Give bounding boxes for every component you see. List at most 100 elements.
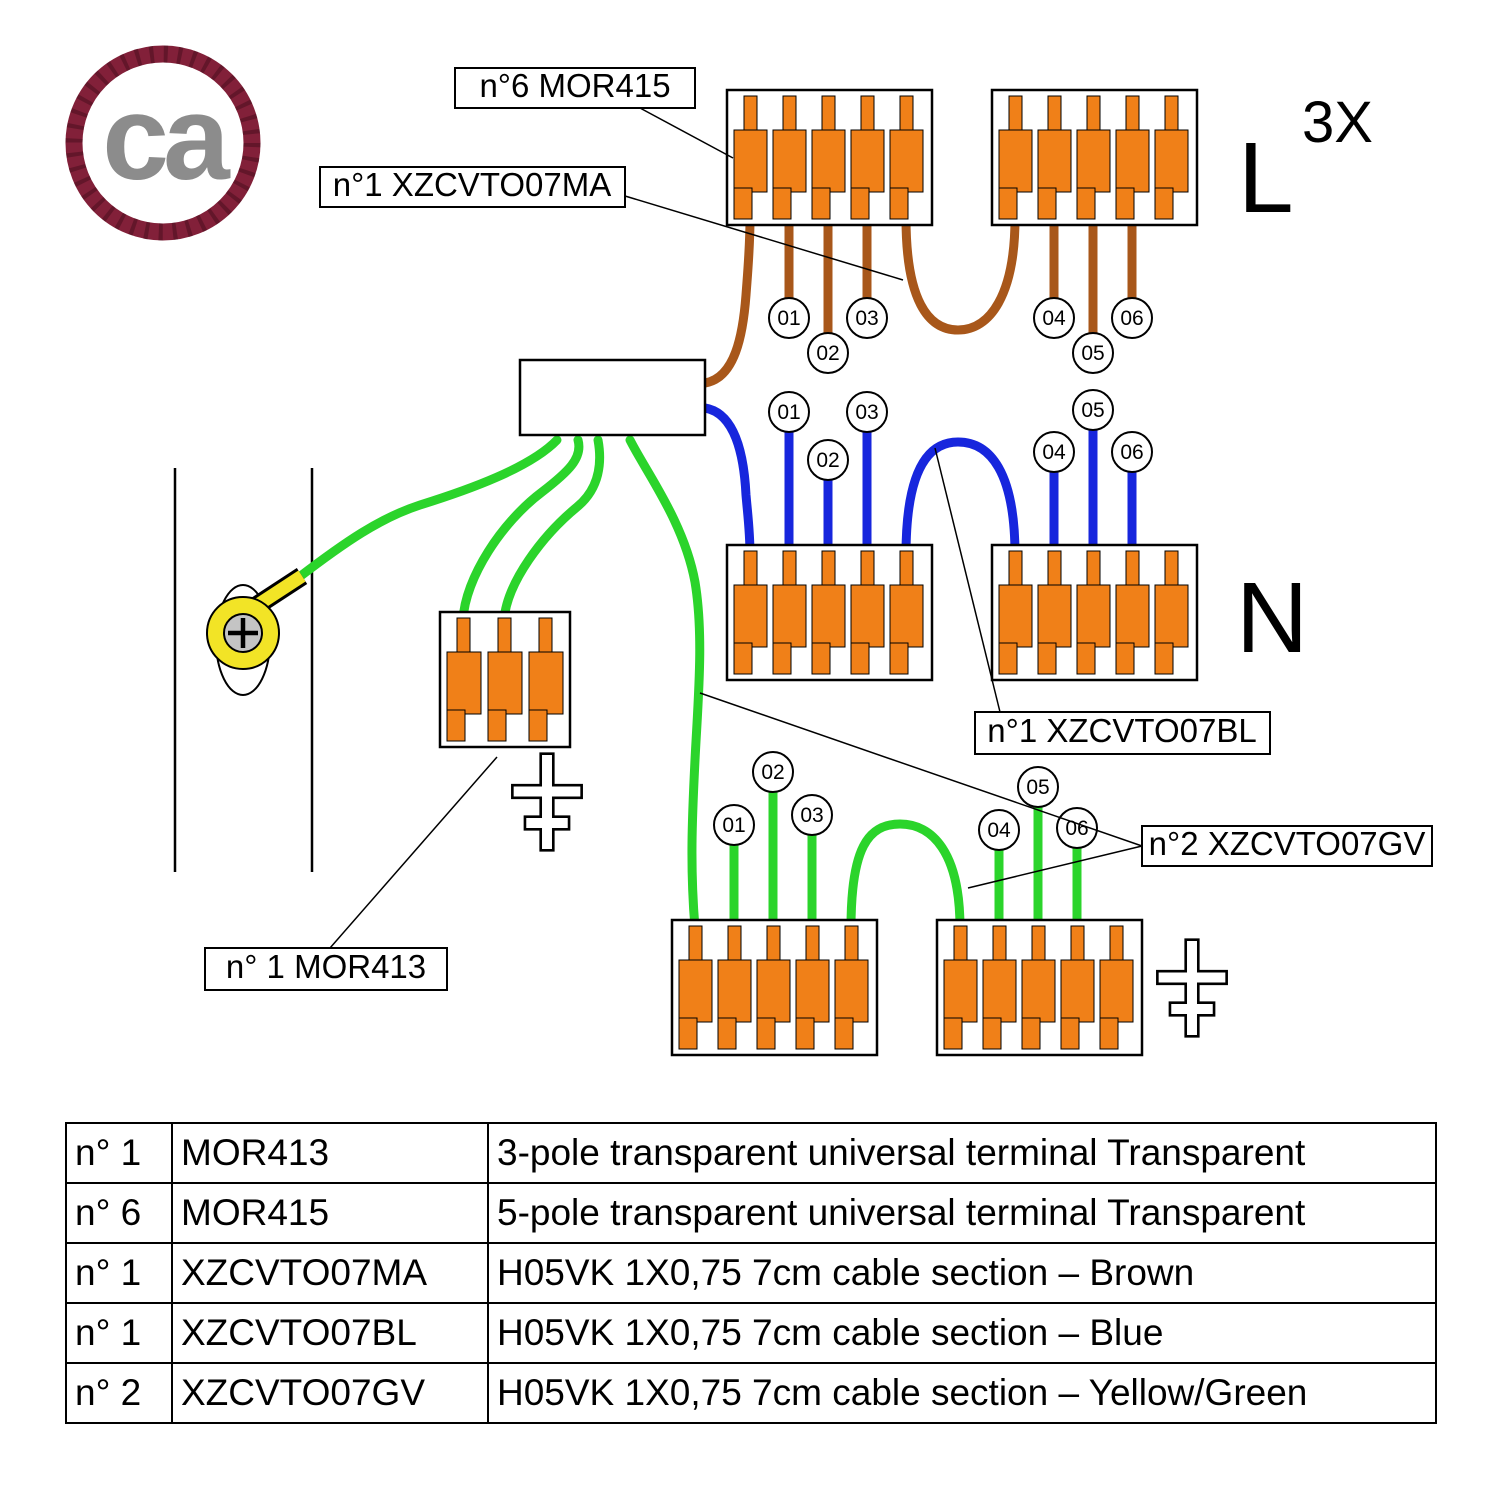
bom-code-cell: MOR413: [171, 1122, 489, 1184]
bom-desc-cell: 3-pole transparent universal terminal Tr…: [487, 1122, 1437, 1184]
bom-desc-cell: H05VK 1X0,75 7cm cable section – Brown: [487, 1242, 1437, 1304]
svg-text:05: 05: [1081, 399, 1104, 422]
blue-wires: [700, 403, 1137, 560]
blue-number-badges: 01 02 03 04 05 06: [768, 389, 1153, 481]
bom-row: n° 6 MOR415 5-pole transparent universal…: [65, 1182, 1437, 1244]
svg-text:02: 02: [816, 449, 839, 472]
terminal-5pole-line-left: [725, 88, 934, 227]
callout-xzcvto07ma: n°1 XZCVTO07MA: [319, 166, 626, 208]
wire-number-badge: 02: [752, 751, 794, 793]
bom-code-cell: XZCVTO07MA: [171, 1242, 489, 1304]
wire-number-badge: 05: [1072, 389, 1114, 431]
bom-row: n° 1 XZCVTO07BL H05VK 1X0,75 7cm cable s…: [65, 1302, 1437, 1364]
wire-number-badge: 04: [1033, 297, 1075, 339]
earth-symbol-left: [511, 752, 583, 852]
callout-xzcvto07gv-label: n°2 XZCVTO07GV: [1149, 825, 1426, 862]
terminal-5pole-line-right: [990, 88, 1199, 227]
wire-number-badge: 02: [807, 332, 849, 374]
wire-number-badge: 01: [768, 391, 810, 433]
leader-mor413: [329, 756, 498, 949]
callout-xzcvto07ma-label: n°1 XZCVTO07MA: [333, 166, 612, 203]
logo-rope-texture: [65, 45, 261, 241]
green-number-badges: 01 02 03 04 05 06: [713, 751, 1098, 851]
green-wires: [293, 435, 1082, 933]
wire-number-badge: 06: [1056, 807, 1098, 849]
wire-number-badge: 02: [807, 439, 849, 481]
callout-xzcvto07gv: n°2 XZCVTO07GV: [1141, 825, 1433, 867]
bom-desc-cell: H05VK 1X0,75 7cm cable section – Blue: [487, 1302, 1437, 1364]
svg-text:04: 04: [987, 819, 1011, 842]
callout-mor413: n° 1 MOR413: [204, 947, 448, 991]
svg-text:03: 03: [800, 804, 823, 827]
callout-mor415: n°6 MOR415: [454, 67, 696, 109]
brown-feed: [700, 213, 755, 388]
wire-number-badge: 04: [978, 809, 1020, 851]
bom-qty-cell: n° 1: [65, 1122, 173, 1184]
bom-qty-cell: n° 1: [65, 1242, 173, 1304]
svg-text:06: 06: [1065, 817, 1088, 840]
terminal-5pole-earth-right: [935, 918, 1144, 1057]
bom-qty-cell: n° 6: [65, 1182, 173, 1244]
wire-number-badge: 06: [1111, 297, 1153, 339]
terminal-5pole-neutral-right: [990, 543, 1199, 682]
bom-table: n° 1 MOR413 3-pole transparent universal…: [65, 1122, 1437, 1424]
bom-code-cell: XZCVTO07BL: [171, 1302, 489, 1364]
svg-text:01: 01: [722, 814, 745, 837]
svg-text:02: 02: [761, 761, 784, 784]
wire-number-badge: 05: [1017, 766, 1059, 808]
green-wire-to-3pole-2: [499, 435, 605, 625]
wire-number-badge: 01: [713, 804, 755, 846]
bom-row: n° 1 MOR413 3-pole transparent universal…: [65, 1122, 1437, 1184]
svg-text:01: 01: [777, 401, 800, 424]
bom-desc-cell: H05VK 1X0,75 7cm cable section – Yellow/…: [487, 1362, 1437, 1424]
terminal-5pole-neutral-left: [725, 543, 934, 682]
cable-sheath-box: [518, 358, 707, 437]
wire-number-badge: 03: [846, 297, 888, 339]
leader-xzcvto07ma: [624, 195, 904, 281]
line-marker-l-multiplier: 3X: [1302, 90, 1373, 155]
svg-text:04: 04: [1042, 307, 1066, 330]
svg-text:03: 03: [855, 307, 878, 330]
wire-number-badge: 04: [1033, 431, 1075, 473]
green-wire-bridge: [846, 819, 965, 933]
bom-code-cell: MOR415: [171, 1182, 489, 1244]
brand-logo: ca: [65, 45, 261, 241]
leader-xzcvto07gv-1: [967, 845, 1143, 889]
bom-qty-cell: n° 2: [65, 1362, 173, 1424]
wire-number-badge: 06: [1111, 431, 1153, 473]
callout-xzcvto07bl: n°1 XZCVTO07BL: [974, 711, 1271, 755]
svg-text:02: 02: [816, 342, 839, 365]
svg-text:01: 01: [777, 307, 800, 330]
svg-text:06: 06: [1120, 441, 1143, 464]
wire-number-badge: 05: [1072, 332, 1114, 374]
bom-row: n° 1 XZCVTO07MA H05VK 1X0,75 7cm cable s…: [65, 1242, 1437, 1304]
blue-feed: [700, 403, 755, 560]
earth-symbol-right: [1156, 938, 1228, 1038]
green-wire-long: [625, 435, 705, 933]
callout-mor413-label: n° 1 MOR413: [226, 948, 426, 985]
bom-row: n° 2 XZCVTO07GV H05VK 1X0,75 7cm cable s…: [65, 1362, 1437, 1424]
wire-number-badge: 03: [791, 794, 833, 836]
svg-text:05: 05: [1081, 342, 1104, 365]
leader-xzcvto07gv-2: [699, 692, 1143, 847]
svg-text:06: 06: [1120, 307, 1143, 330]
bom-desc-cell: 5-pole transparent universal terminal Tr…: [487, 1182, 1437, 1244]
leader-xzcvto07bl: [934, 447, 1001, 713]
callout-xzcvto07bl-label: n°1 XZCVTO07BL: [987, 712, 1256, 749]
terminal-5pole-earth-left: [670, 918, 879, 1057]
brown-wire-bridge: [901, 213, 1020, 335]
wiring-diagram: 01 02 03 04 05 06 01 02 03 04 05 06 01 0…: [65, 45, 1433, 1057]
green-wire-to-lug: [293, 435, 562, 583]
wire-number-badge: 01: [768, 297, 810, 339]
green-wire-to-3pole-1: [458, 435, 584, 625]
bom-code-cell: XZCVTO07GV: [171, 1362, 489, 1424]
blue-wire-bridge: [901, 437, 1020, 560]
leader-mor415: [639, 107, 734, 159]
svg-text:04: 04: [1042, 441, 1066, 464]
line-marker-n: N: [1236, 562, 1308, 674]
brown-number-badges: 01 02 03 04 05 06: [768, 297, 1153, 374]
terminal-3pole-earth: [438, 610, 572, 749]
svg-text:05: 05: [1026, 776, 1049, 799]
callout-mor415-label: n°6 MOR415: [479, 67, 670, 104]
